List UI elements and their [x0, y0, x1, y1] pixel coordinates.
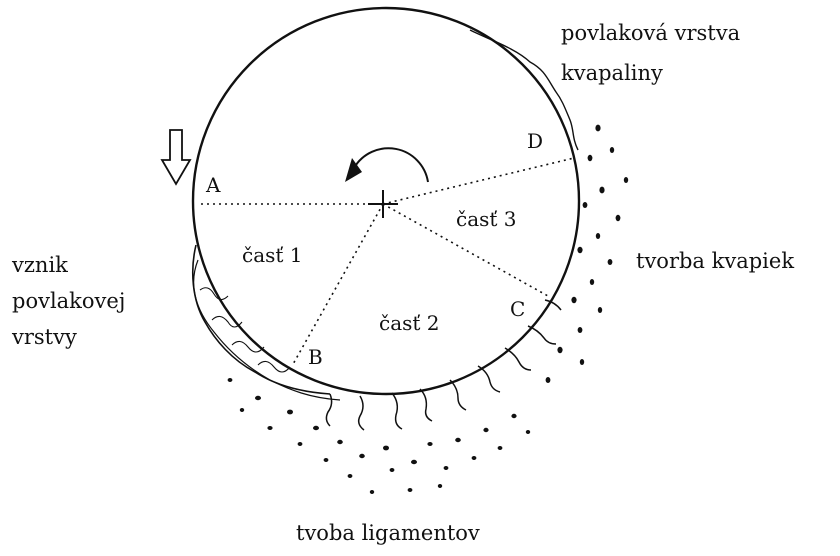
label-coating-layer-line2: kvapaliny	[561, 61, 663, 85]
point-label-a: A	[205, 173, 221, 197]
label-formation-line1: vznik	[11, 253, 68, 277]
line-center-d	[383, 158, 574, 204]
center-cross-icon	[368, 190, 398, 218]
liquid-film-upper	[470, 30, 578, 150]
droplets-right	[546, 125, 629, 383]
part-label-1: časť 1	[242, 243, 303, 267]
droplets-bottom	[228, 378, 531, 494]
label-ligaments: tvoba ligamentov	[296, 521, 480, 545]
rotation-arrow-icon	[345, 148, 428, 182]
rotating-disc	[193, 8, 579, 394]
down-arrow-icon	[162, 130, 190, 184]
ligaments	[326, 300, 561, 430]
part-label-2: časť 2	[379, 311, 440, 335]
part-label-3: časť 3	[456, 207, 517, 231]
point-label-d: D	[527, 129, 543, 153]
label-formation-line2: povlakovej	[12, 289, 125, 313]
label-formation-line3: vrstvy	[11, 325, 77, 349]
line-center-b	[292, 204, 383, 366]
label-coating-layer-line1: povlaková vrstva	[561, 21, 740, 45]
label-droplets: tvorba kvapiek	[636, 249, 794, 273]
point-label-c: C	[510, 297, 525, 321]
point-label-b: B	[308, 345, 323, 369]
liquid-film-lower	[193, 245, 330, 394]
